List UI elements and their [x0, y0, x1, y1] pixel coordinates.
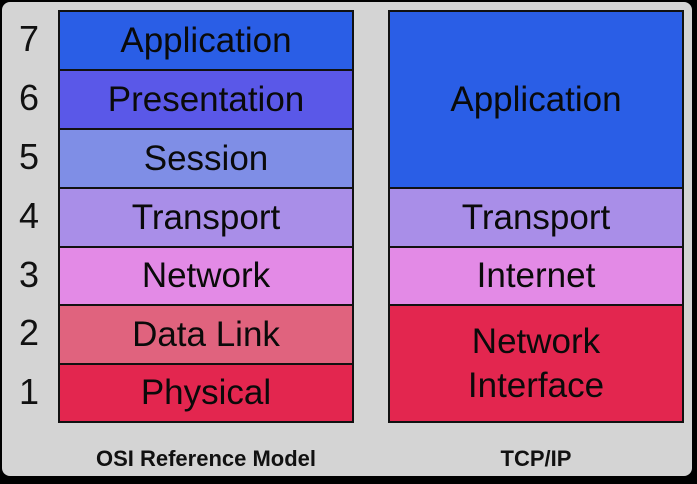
- layer-number-1: 1: [18, 371, 40, 412]
- tcpip-layer-transport: Transport: [388, 187, 684, 248]
- osi-layer-transport: Transport: [58, 187, 354, 248]
- osi-layer-presentation: Presentation: [58, 69, 354, 130]
- tcpip-layer-network-interface: Network Interface: [388, 304, 684, 423]
- layer-number-2: 2: [18, 312, 40, 353]
- osi-layer-physical: Physical: [58, 363, 354, 423]
- osi-layer-data-link: Data Link: [58, 304, 354, 365]
- osi-caption: OSI Reference Model: [95, 446, 317, 471]
- osi-layer-session: Session: [58, 128, 354, 189]
- diagram-frame: 7 6 5 4 3 2 1 Application Presentation S…: [2, 2, 692, 476]
- tcpip-layer-application: Application: [388, 10, 684, 189]
- layer-number-3: 3: [18, 254, 40, 295]
- osi-layer-network: Network: [58, 246, 354, 306]
- layer-number-5: 5: [18, 136, 40, 177]
- tcpip-caption: TCP/IP: [500, 446, 572, 471]
- osi-layer-application: Application: [58, 10, 354, 71]
- tcpip-layer-internet: Internet: [388, 246, 684, 306]
- layer-number-4: 4: [18, 195, 40, 236]
- layer-number-7: 7: [18, 18, 40, 59]
- layer-number-6: 6: [18, 77, 40, 118]
